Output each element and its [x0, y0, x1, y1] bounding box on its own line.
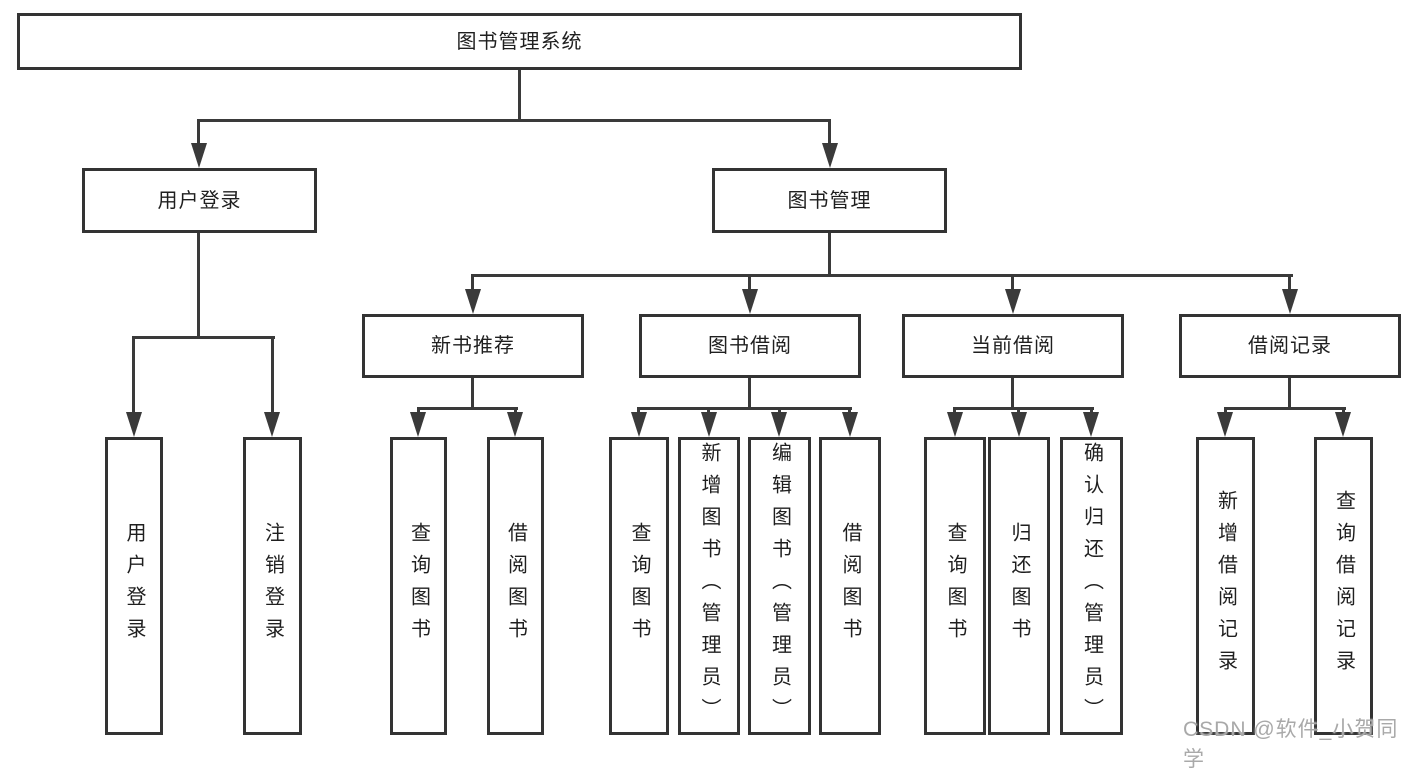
leaf-query-books: 查询图书	[924, 437, 986, 735]
node-new-book-recommendation: 新书推荐	[362, 314, 584, 378]
arrowhead-down	[842, 412, 858, 437]
leaf-return-books: 归还图书	[988, 437, 1050, 735]
node-book-borrowing: 图书借阅	[639, 314, 861, 378]
arrowhead-down	[1083, 412, 1099, 437]
connector-line	[518, 70, 521, 122]
arrowhead-down	[1282, 289, 1298, 314]
arrowhead-down	[1217, 412, 1233, 437]
node-book-management: 图书管理	[712, 168, 947, 233]
connector-line	[1011, 378, 1014, 410]
connector-line	[132, 339, 135, 414]
node-borrowing-records: 借阅记录	[1179, 314, 1401, 378]
connector-line	[1288, 277, 1291, 291]
leaf-confirm-return-admin: 确认归还（管理员）	[1060, 437, 1123, 735]
connector-line	[471, 378, 474, 410]
node-library-management-system: 图书管理系统	[17, 13, 1022, 70]
arrowhead-down	[947, 412, 963, 437]
leaf-borrow-books: 借阅图书	[487, 437, 544, 735]
connector-line	[471, 277, 474, 291]
arrowhead-down	[701, 412, 717, 437]
connector-line	[197, 233, 200, 339]
leaf-query-books: 查询图书	[390, 437, 447, 735]
connector-line	[828, 122, 831, 145]
diagram-canvas: 图书管理系统 用户登录 图书管理 新书推荐 图书借阅 当前借阅 借阅记录 用户登…	[17, 13, 1401, 771]
leaf-user-login: 用户登录	[105, 437, 163, 735]
connector-line	[748, 378, 751, 410]
arrowhead-down	[1011, 412, 1027, 437]
connector-line	[1288, 378, 1291, 410]
node-user-login: 用户登录	[82, 168, 317, 233]
arrowhead-down	[410, 412, 426, 437]
arrowhead-down	[742, 289, 758, 314]
arrowhead-down	[771, 412, 787, 437]
leaf-borrow-books: 借阅图书	[819, 437, 881, 735]
connector-line	[471, 274, 1293, 277]
connector-line	[417, 407, 518, 410]
arrowhead-down	[465, 289, 481, 314]
arrowhead-down	[631, 412, 647, 437]
leaf-query-books: 查询图书	[609, 437, 669, 735]
leaf-logout: 注销登录	[243, 437, 302, 735]
leaf-query-borrowing-record: 查询借阅记录	[1314, 437, 1373, 735]
arrowhead-down	[264, 412, 280, 437]
leaf-add-book-admin: 新增图书（管理员）	[678, 437, 740, 735]
arrowhead-down	[822, 143, 838, 168]
connector-line	[748, 277, 751, 291]
arrowhead-down	[126, 412, 142, 437]
connector-line	[197, 119, 831, 122]
arrowhead-down	[1335, 412, 1351, 437]
watermark: CSDN @软件_小贺同学	[1183, 718, 1399, 771]
node-current-borrowing: 当前借阅	[902, 314, 1124, 378]
leaf-edit-book-admin: 编辑图书（管理员）	[748, 437, 811, 735]
connector-line	[637, 407, 852, 410]
connector-line	[1224, 407, 1346, 410]
connector-line	[828, 233, 831, 277]
connector-line	[953, 407, 1094, 410]
connector-line	[1011, 277, 1014, 291]
connector-line	[197, 122, 200, 145]
connector-line	[132, 336, 275, 339]
arrowhead-down	[1005, 289, 1021, 314]
connector-line	[271, 339, 274, 414]
leaf-add-borrowing-record: 新增借阅记录	[1196, 437, 1255, 735]
arrowhead-down	[507, 412, 523, 437]
arrowhead-down	[191, 143, 207, 168]
